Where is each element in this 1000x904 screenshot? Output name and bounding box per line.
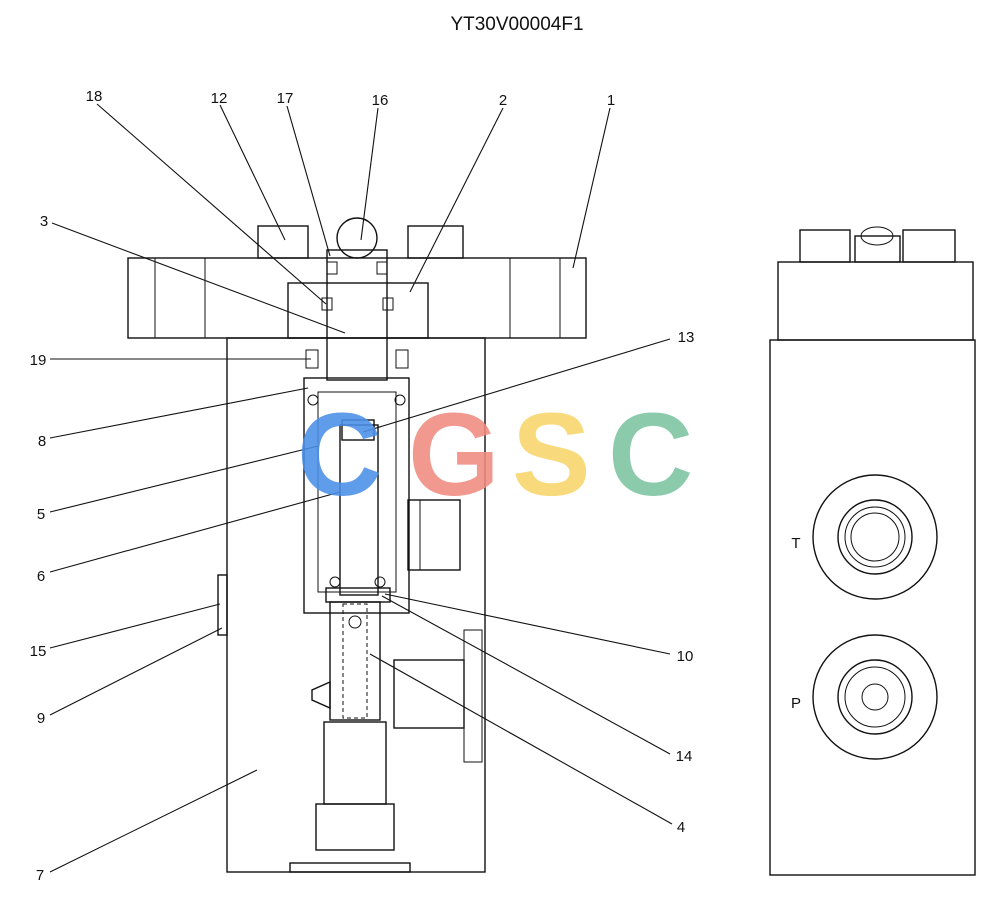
callout-14: 14 bbox=[676, 748, 693, 765]
watermark-letter-4: C bbox=[608, 389, 693, 521]
spool bbox=[329, 601, 381, 721]
callout-2: 2 bbox=[499, 92, 507, 109]
callout-15: 15 bbox=[30, 643, 47, 660]
callout-10: 10 bbox=[677, 648, 694, 665]
side-view: T P bbox=[769, 226, 976, 876]
knob bbox=[336, 217, 378, 259]
leader-lines bbox=[49, 103, 673, 873]
side-port-upper bbox=[407, 499, 461, 571]
callout-3: 3 bbox=[40, 213, 48, 230]
side-top-block bbox=[777, 261, 974, 341]
side-body bbox=[769, 339, 976, 876]
watermark-letter-2: G bbox=[408, 389, 500, 521]
callout-12: 12 bbox=[211, 90, 228, 107]
lower-housing bbox=[323, 721, 387, 805]
callout-7: 7 bbox=[36, 867, 44, 884]
front-view bbox=[127, 217, 587, 873]
callout-8: 8 bbox=[38, 433, 46, 450]
watermark-letter-3: S bbox=[512, 389, 591, 521]
end-cap-right bbox=[407, 225, 464, 259]
callout-17: 17 bbox=[277, 90, 294, 107]
callout-13: 13 bbox=[678, 329, 695, 346]
cap-housing bbox=[287, 282, 429, 339]
watermark: C G S C bbox=[297, 389, 693, 521]
callout-16: 16 bbox=[372, 92, 389, 109]
callout-5: 5 bbox=[37, 506, 45, 523]
port-p-outer bbox=[812, 634, 938, 760]
spring bbox=[339, 424, 379, 596]
callout-18: 18 bbox=[86, 88, 103, 105]
spring-cavity bbox=[303, 377, 410, 614]
spring-seat bbox=[341, 419, 375, 441]
plunger bbox=[326, 249, 388, 381]
callout-4: 4 bbox=[677, 819, 685, 836]
plug bbox=[217, 574, 228, 636]
solenoid-block bbox=[127, 257, 587, 339]
port-t-outer bbox=[812, 474, 938, 600]
port-label-t: T bbox=[791, 535, 800, 552]
port-label-p: P bbox=[791, 695, 801, 712]
diagram-title: YT30V00004F1 bbox=[450, 14, 583, 35]
callout-6: 6 bbox=[37, 568, 45, 585]
callout-1: 1 bbox=[607, 92, 615, 109]
end-cap-left bbox=[257, 225, 309, 259]
callouts: 1 2 3 4 5 6 7 8 9 10 12 13 14 15 16 17 1… bbox=[30, 88, 695, 884]
watermark-letter-1: C bbox=[297, 389, 382, 521]
callout-9: 9 bbox=[37, 710, 45, 727]
callout-19: 19 bbox=[30, 352, 47, 369]
side-port-lower bbox=[393, 659, 465, 729]
